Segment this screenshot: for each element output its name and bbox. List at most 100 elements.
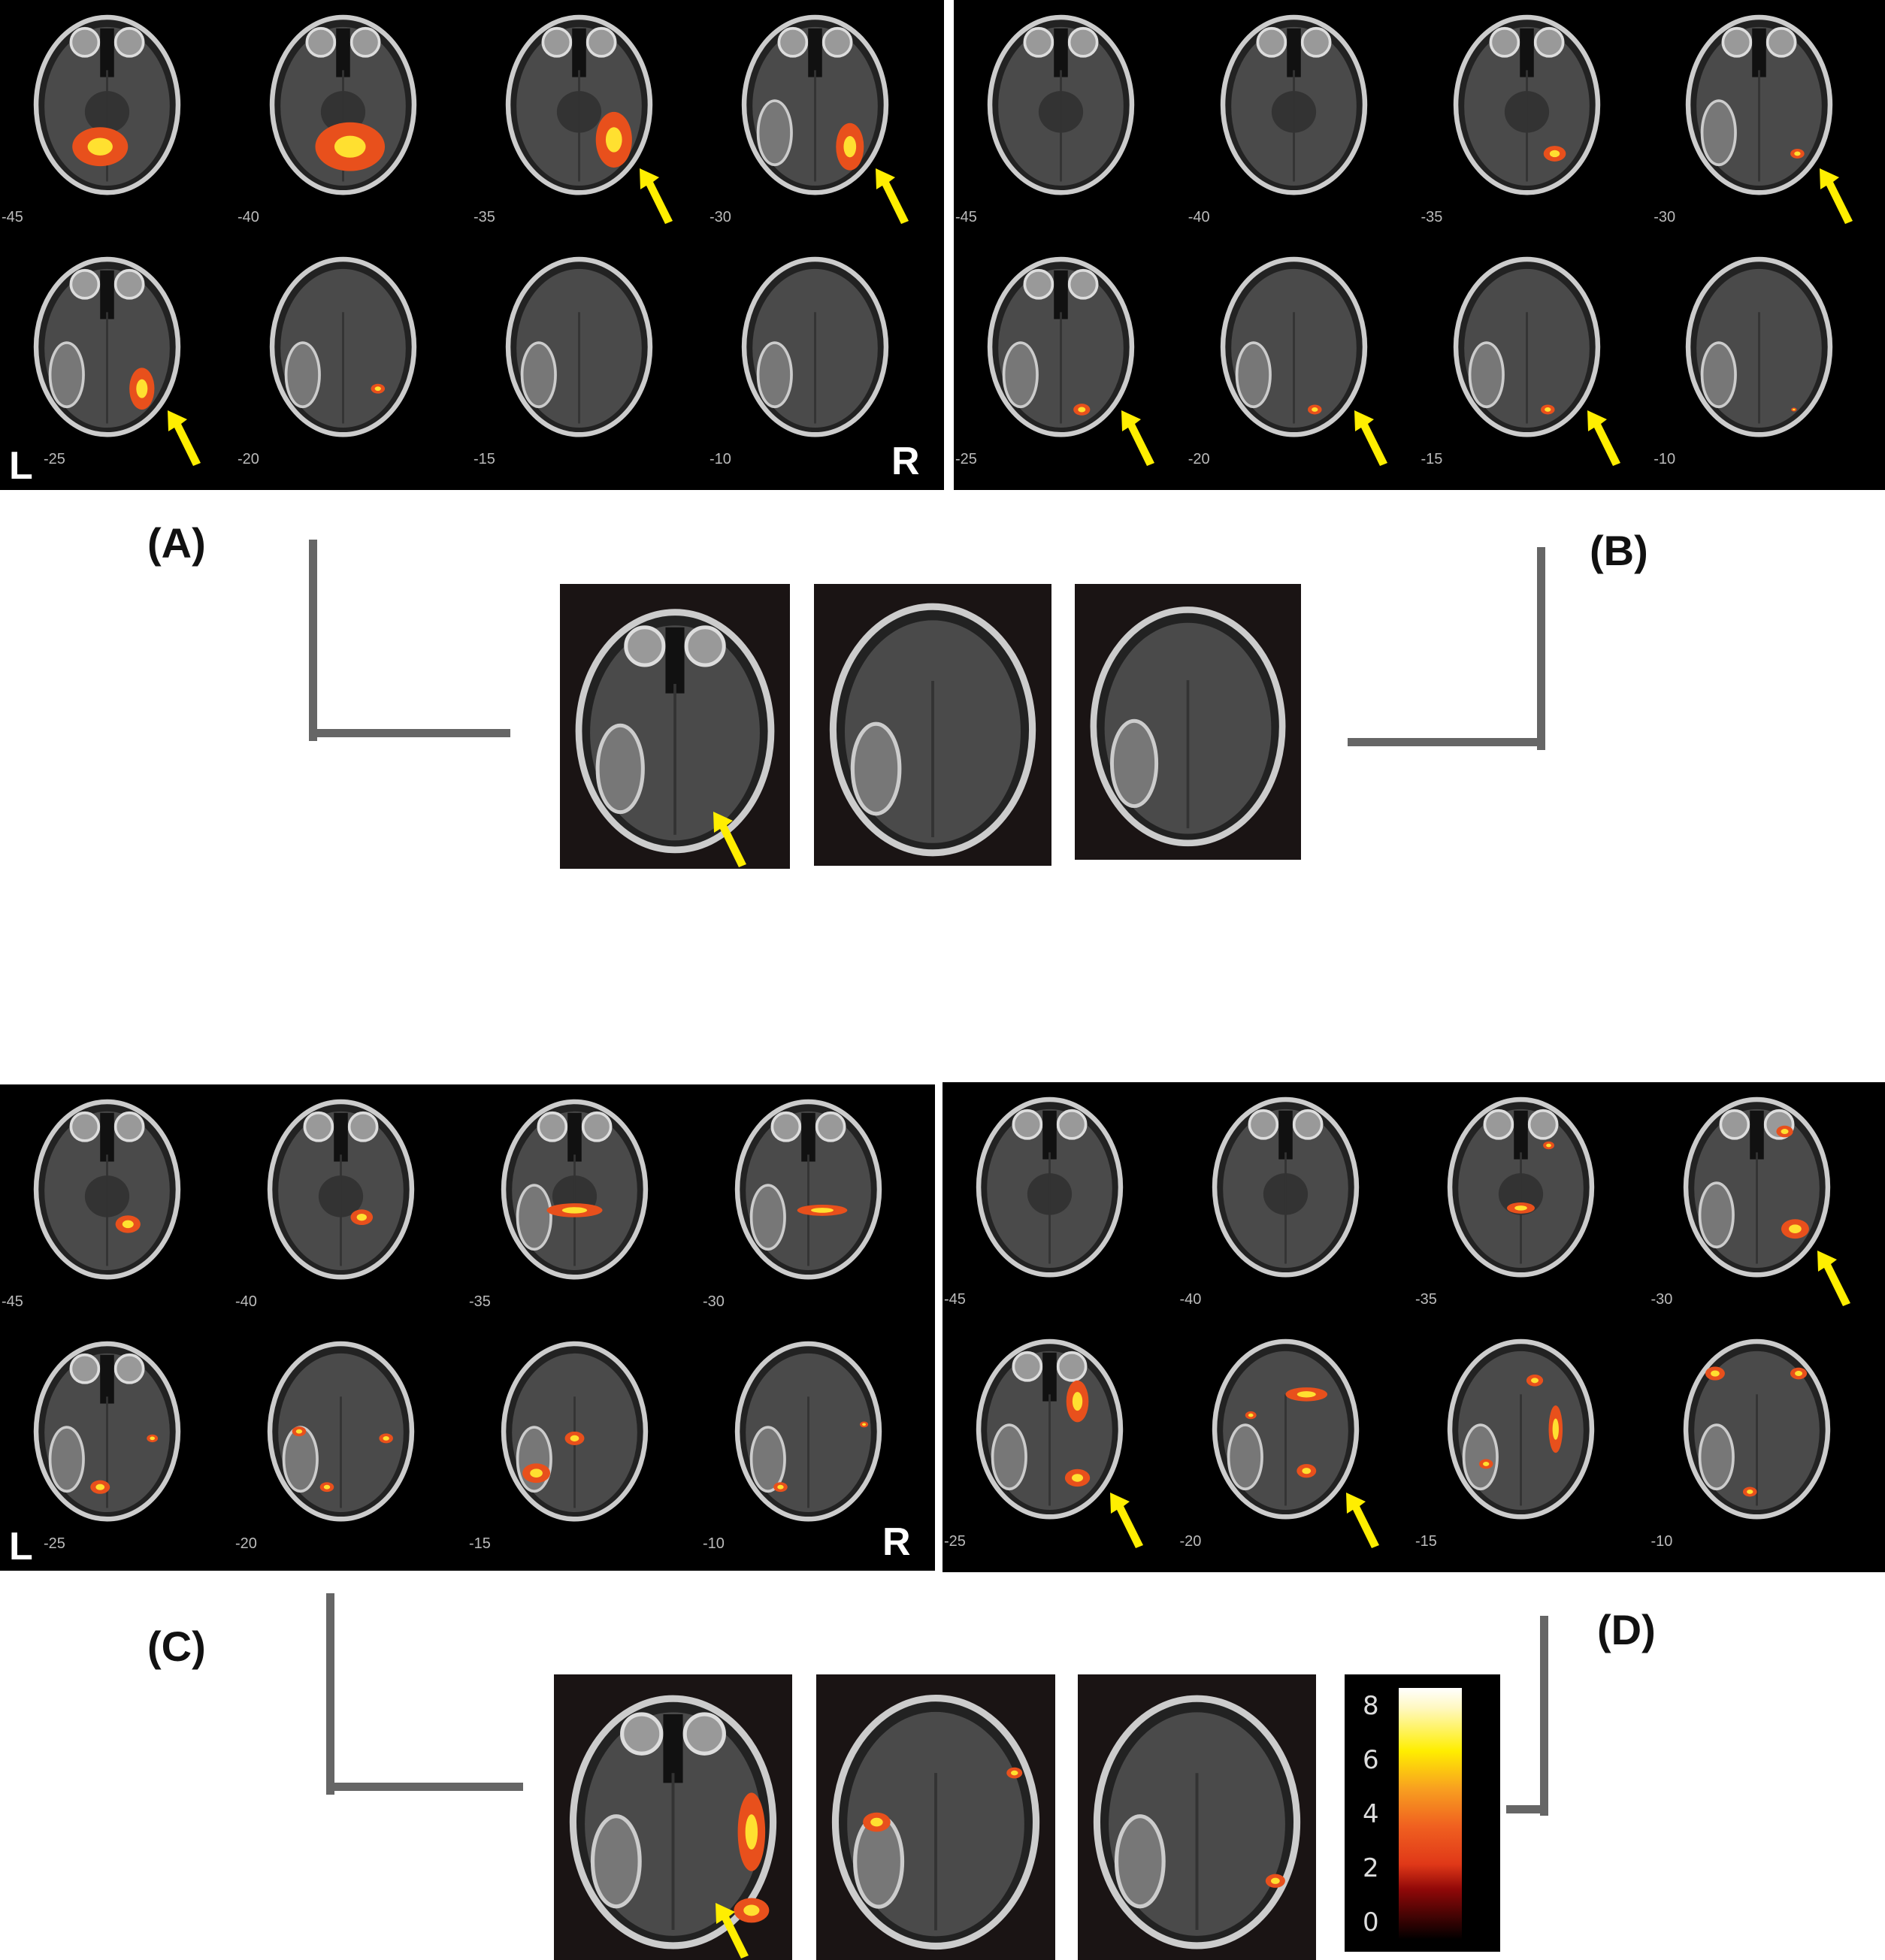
yellow-arrow-icon xyxy=(713,812,746,867)
eye xyxy=(1247,1109,1278,1140)
brain-slice xyxy=(1683,1338,1830,1520)
brain-slice xyxy=(987,14,1135,195)
overlay-slice-image xyxy=(1075,584,1301,860)
brain-slice xyxy=(734,1099,882,1280)
activation-peak xyxy=(777,1484,784,1490)
activation-peak xyxy=(374,386,381,392)
slice-number-label: -30 xyxy=(1651,1291,1673,1308)
slice-cell xyxy=(0,1326,236,1571)
eye xyxy=(1012,1351,1043,1382)
bracket-line xyxy=(1506,1805,1548,1813)
slice-number-label: -15 xyxy=(1421,451,1443,467)
eye xyxy=(777,26,809,58)
slice-number-label: -25 xyxy=(955,451,977,467)
activation-peak xyxy=(561,1207,588,1214)
tumor-outline xyxy=(1235,341,1272,409)
eye xyxy=(1721,26,1753,58)
brain-slice xyxy=(269,14,417,195)
bracket-line xyxy=(1537,547,1545,750)
left-hemisphere-label: L xyxy=(9,1525,33,1568)
slice-cell xyxy=(1414,1324,1650,1569)
slice-number-label: -35 xyxy=(474,209,495,225)
eye xyxy=(1533,26,1564,58)
overlay-slice-image xyxy=(814,584,1051,866)
brain-slice xyxy=(33,1341,181,1522)
slice-cell xyxy=(1179,1082,1415,1327)
tumor-outline xyxy=(749,1426,786,1493)
yellow-arrow-icon xyxy=(876,168,909,224)
slice-number-label: -45 xyxy=(2,1293,23,1310)
brain-slice xyxy=(741,14,889,195)
activation-peak xyxy=(605,127,622,153)
activation-peak xyxy=(1794,1371,1802,1377)
activation-peak xyxy=(122,1220,134,1229)
bracket-line xyxy=(1348,738,1545,746)
eye xyxy=(1719,1109,1750,1140)
slice-cell xyxy=(708,0,944,245)
right-hemisphere-label: R xyxy=(891,440,920,483)
brain-slice xyxy=(505,14,653,195)
slice-cell xyxy=(1420,242,1656,487)
activation-peak xyxy=(1794,151,1801,156)
eye xyxy=(821,26,853,58)
eye xyxy=(113,1353,145,1384)
brain-slice xyxy=(501,1099,649,1280)
tumor-outline xyxy=(850,721,902,816)
tumor-outline xyxy=(1227,1423,1263,1491)
slice-number-label: -25 xyxy=(944,1533,966,1550)
slice-cell xyxy=(1420,0,1656,245)
slice-number-label: -30 xyxy=(710,209,731,225)
yellow-arrow-icon xyxy=(1817,1251,1850,1306)
bracket-line xyxy=(326,1783,523,1791)
brain-slice xyxy=(734,1341,882,1522)
eye xyxy=(682,1712,726,1756)
slice-cell xyxy=(954,0,1190,245)
yellow-arrow-icon xyxy=(716,1903,749,1958)
brain-slice xyxy=(267,1099,415,1280)
slice-cell xyxy=(1652,0,1885,245)
brain-slice xyxy=(976,1338,1124,1520)
eye xyxy=(347,1111,379,1142)
yellow-arrow-icon xyxy=(1820,168,1853,224)
slice-number-label: -35 xyxy=(469,1293,491,1310)
eye xyxy=(113,26,145,58)
brain-slice xyxy=(575,609,775,854)
right-hemisphere-label: R xyxy=(882,1520,911,1564)
eye xyxy=(684,625,726,667)
eye xyxy=(1056,1351,1088,1382)
activation-peak xyxy=(150,1436,156,1441)
activation-peak xyxy=(1552,1418,1559,1440)
brain-slice xyxy=(976,1096,1124,1278)
activation-peak xyxy=(1011,1770,1018,1776)
activation-peak xyxy=(1710,1370,1720,1377)
slice-number-label: -25 xyxy=(44,1535,65,1552)
slice-cell xyxy=(236,242,472,487)
brain-slice xyxy=(1453,14,1600,195)
slice-cell xyxy=(954,242,1190,487)
yellow-arrow-icon xyxy=(168,410,201,466)
eye xyxy=(1012,1109,1043,1140)
slice-cell xyxy=(472,0,708,245)
bracket-line xyxy=(309,540,317,741)
eye xyxy=(303,1111,334,1142)
slice-cell xyxy=(236,0,472,245)
slice-cell xyxy=(1187,0,1423,245)
bracket-line xyxy=(1540,1616,1548,1816)
panel-label: (C) xyxy=(147,1623,206,1670)
brain-slice xyxy=(1090,606,1286,847)
activation-peak xyxy=(334,135,366,158)
eye xyxy=(585,26,617,58)
brain-slice xyxy=(33,256,181,437)
overlay-slice-image xyxy=(1078,1674,1316,1960)
activation-peak xyxy=(1746,1490,1753,1494)
activation-peak xyxy=(1297,1391,1316,1398)
eye xyxy=(69,268,101,300)
slice-number-label: -20 xyxy=(235,1535,257,1552)
tumor-outline xyxy=(1468,341,1505,409)
activation-peak xyxy=(1301,1468,1311,1475)
eye xyxy=(541,26,573,58)
eye xyxy=(69,1353,101,1384)
slice-number-label: -30 xyxy=(1654,209,1676,225)
tumor-outline xyxy=(48,1426,85,1493)
slice-cell xyxy=(0,1084,236,1329)
